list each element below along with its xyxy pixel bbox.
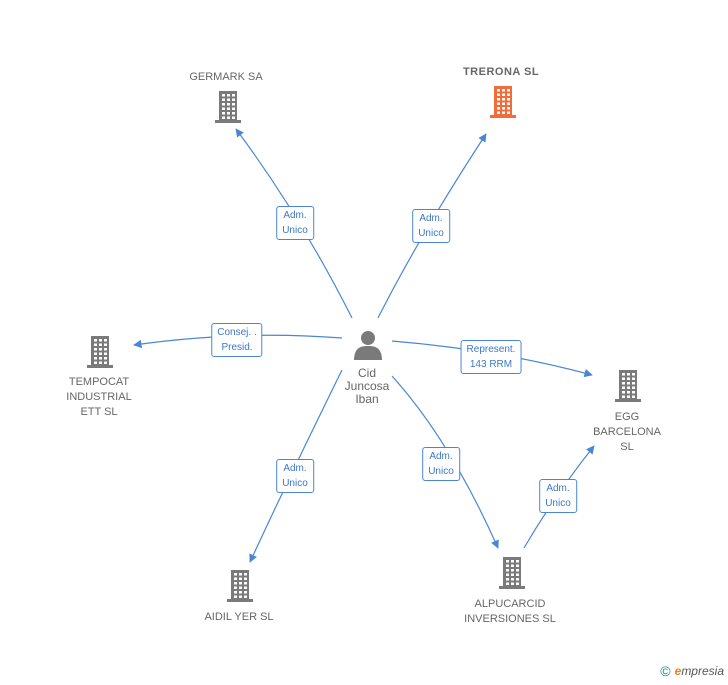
building-icon-tempocat[interactable] xyxy=(87,336,113,368)
edge-label-center-to-alpucarcid[interactable]: Adm. Unico xyxy=(422,447,460,481)
edge-label-alpucarcid-to-egg[interactable]: Adm. Unico xyxy=(539,479,577,513)
person-icon[interactable] xyxy=(354,331,382,360)
edge-label-center-to-tempocat[interactable]: Consej. . Presid. xyxy=(211,323,263,357)
building-icon-egg[interactable] xyxy=(615,370,641,402)
edge-label-center-to-trerona[interactable]: Adm. Unico xyxy=(412,209,450,243)
building-icon-alpucarcid[interactable] xyxy=(499,557,525,589)
company-label-germark[interactable]: GERMARK SA xyxy=(189,71,263,83)
building-icon-trerona[interactable] xyxy=(490,86,516,118)
footer-brand: © empresia xyxy=(660,663,724,679)
edge-label-center-to-germark[interactable]: Adm. Unico xyxy=(276,206,314,240)
building-icon-germark[interactable] xyxy=(215,91,241,123)
copyright-symbol: © xyxy=(660,663,671,679)
company-label-alpucarcid[interactable]: ALPUCARCID INVERSIONES SL xyxy=(464,598,556,625)
company-label-aidil[interactable]: AIDIL YER SL xyxy=(204,611,274,623)
edge-label-center-to-egg[interactable]: Represent. 143 RRM xyxy=(460,340,522,374)
person-name-label[interactable]: Cid Juncosa Iban xyxy=(344,366,390,406)
building-icon-aidil[interactable] xyxy=(227,570,253,602)
company-label-tempocat[interactable]: TEMPOCAT INDUSTRIAL ETT SL xyxy=(66,376,132,418)
edge-label-center-to-aidil[interactable]: Adm. Unico xyxy=(276,459,314,493)
empresia-logo: empresia xyxy=(674,664,724,678)
company-label-trerona[interactable]: TRERONA SL xyxy=(462,66,540,78)
company-label-egg[interactable]: EGG BARCELONA SL xyxy=(593,411,661,453)
